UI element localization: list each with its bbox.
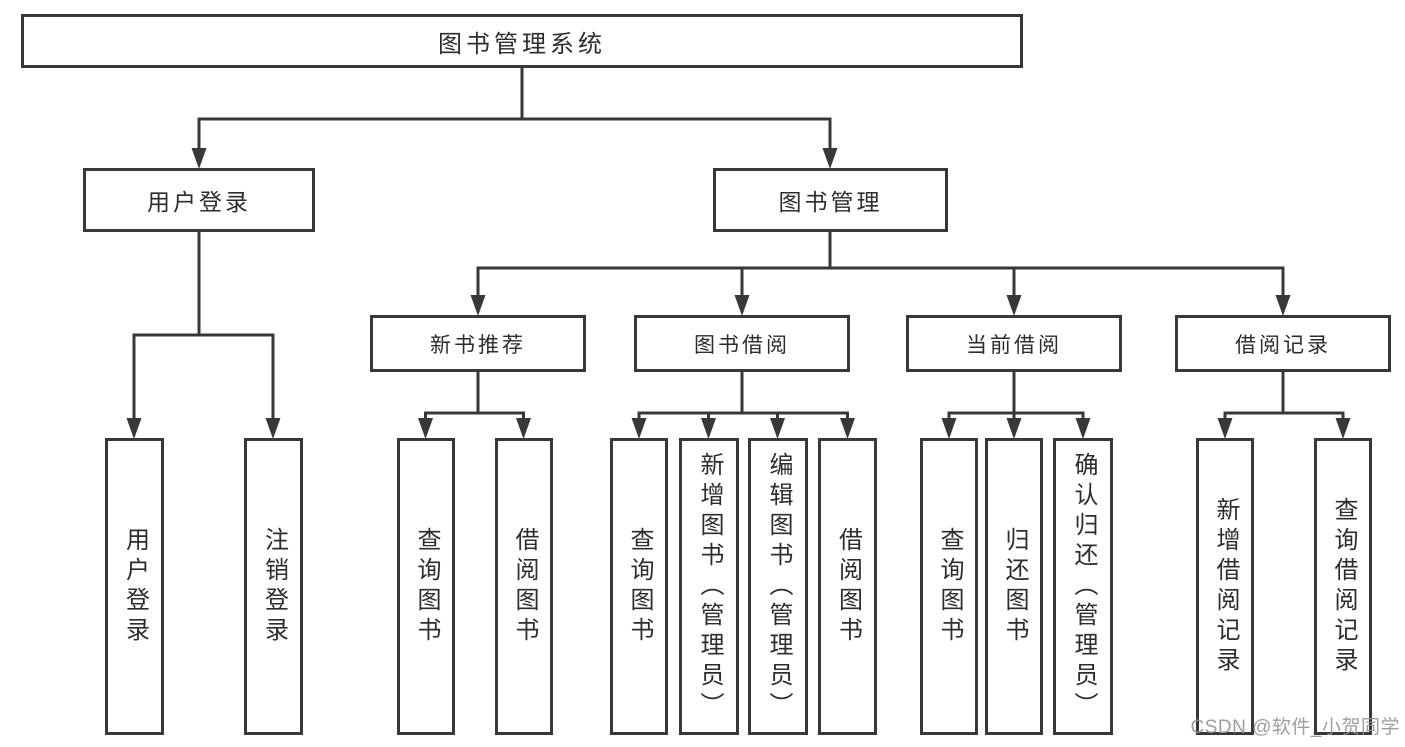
leaf-query-books-current: 查询图书 — [920, 438, 978, 735]
leaf-user-login: 用户登录 — [105, 438, 164, 735]
leaf-logout-login: 注销登录 — [244, 438, 303, 735]
arrowheads — [126, 148, 1351, 439]
leaf-borrow-books: 借阅图书 — [818, 438, 877, 735]
node-new-book-recommend: 新书推荐 — [370, 315, 586, 372]
node-user-login: 用户登录 — [83, 168, 315, 232]
leaf-query-borrow-record: 查询借阅记录 — [1314, 438, 1372, 735]
leaf-query-books-recommend: 查询图书 — [397, 438, 455, 735]
leaf-add-borrow-record: 新增借阅记录 — [1196, 438, 1254, 735]
node-book-management: 图书管理 — [713, 168, 948, 232]
leaf-query-books-borrow: 查询图书 — [610, 438, 668, 735]
csdn-watermark: CSDN @软件_小贺同学 — [1190, 717, 1400, 738]
leaf-edit-books-admin: 编辑图书（管理员） — [748, 438, 808, 735]
leaf-add-books-admin: 新增图书（管理员） — [679, 438, 739, 735]
node-current-borrow: 当前借阅 — [906, 315, 1122, 372]
leaf-confirm-return-admin: 确认归还（管理员） — [1053, 438, 1113, 735]
node-borrow-records: 借阅记录 — [1175, 315, 1391, 372]
leaf-return-books: 归还图书 — [985, 438, 1043, 735]
node-book-borrow: 图书借阅 — [634, 315, 850, 372]
node-library-management-system: 图书管理系统 — [21, 14, 1023, 68]
leaf-borrow-books-recommend: 借阅图书 — [495, 438, 553, 735]
